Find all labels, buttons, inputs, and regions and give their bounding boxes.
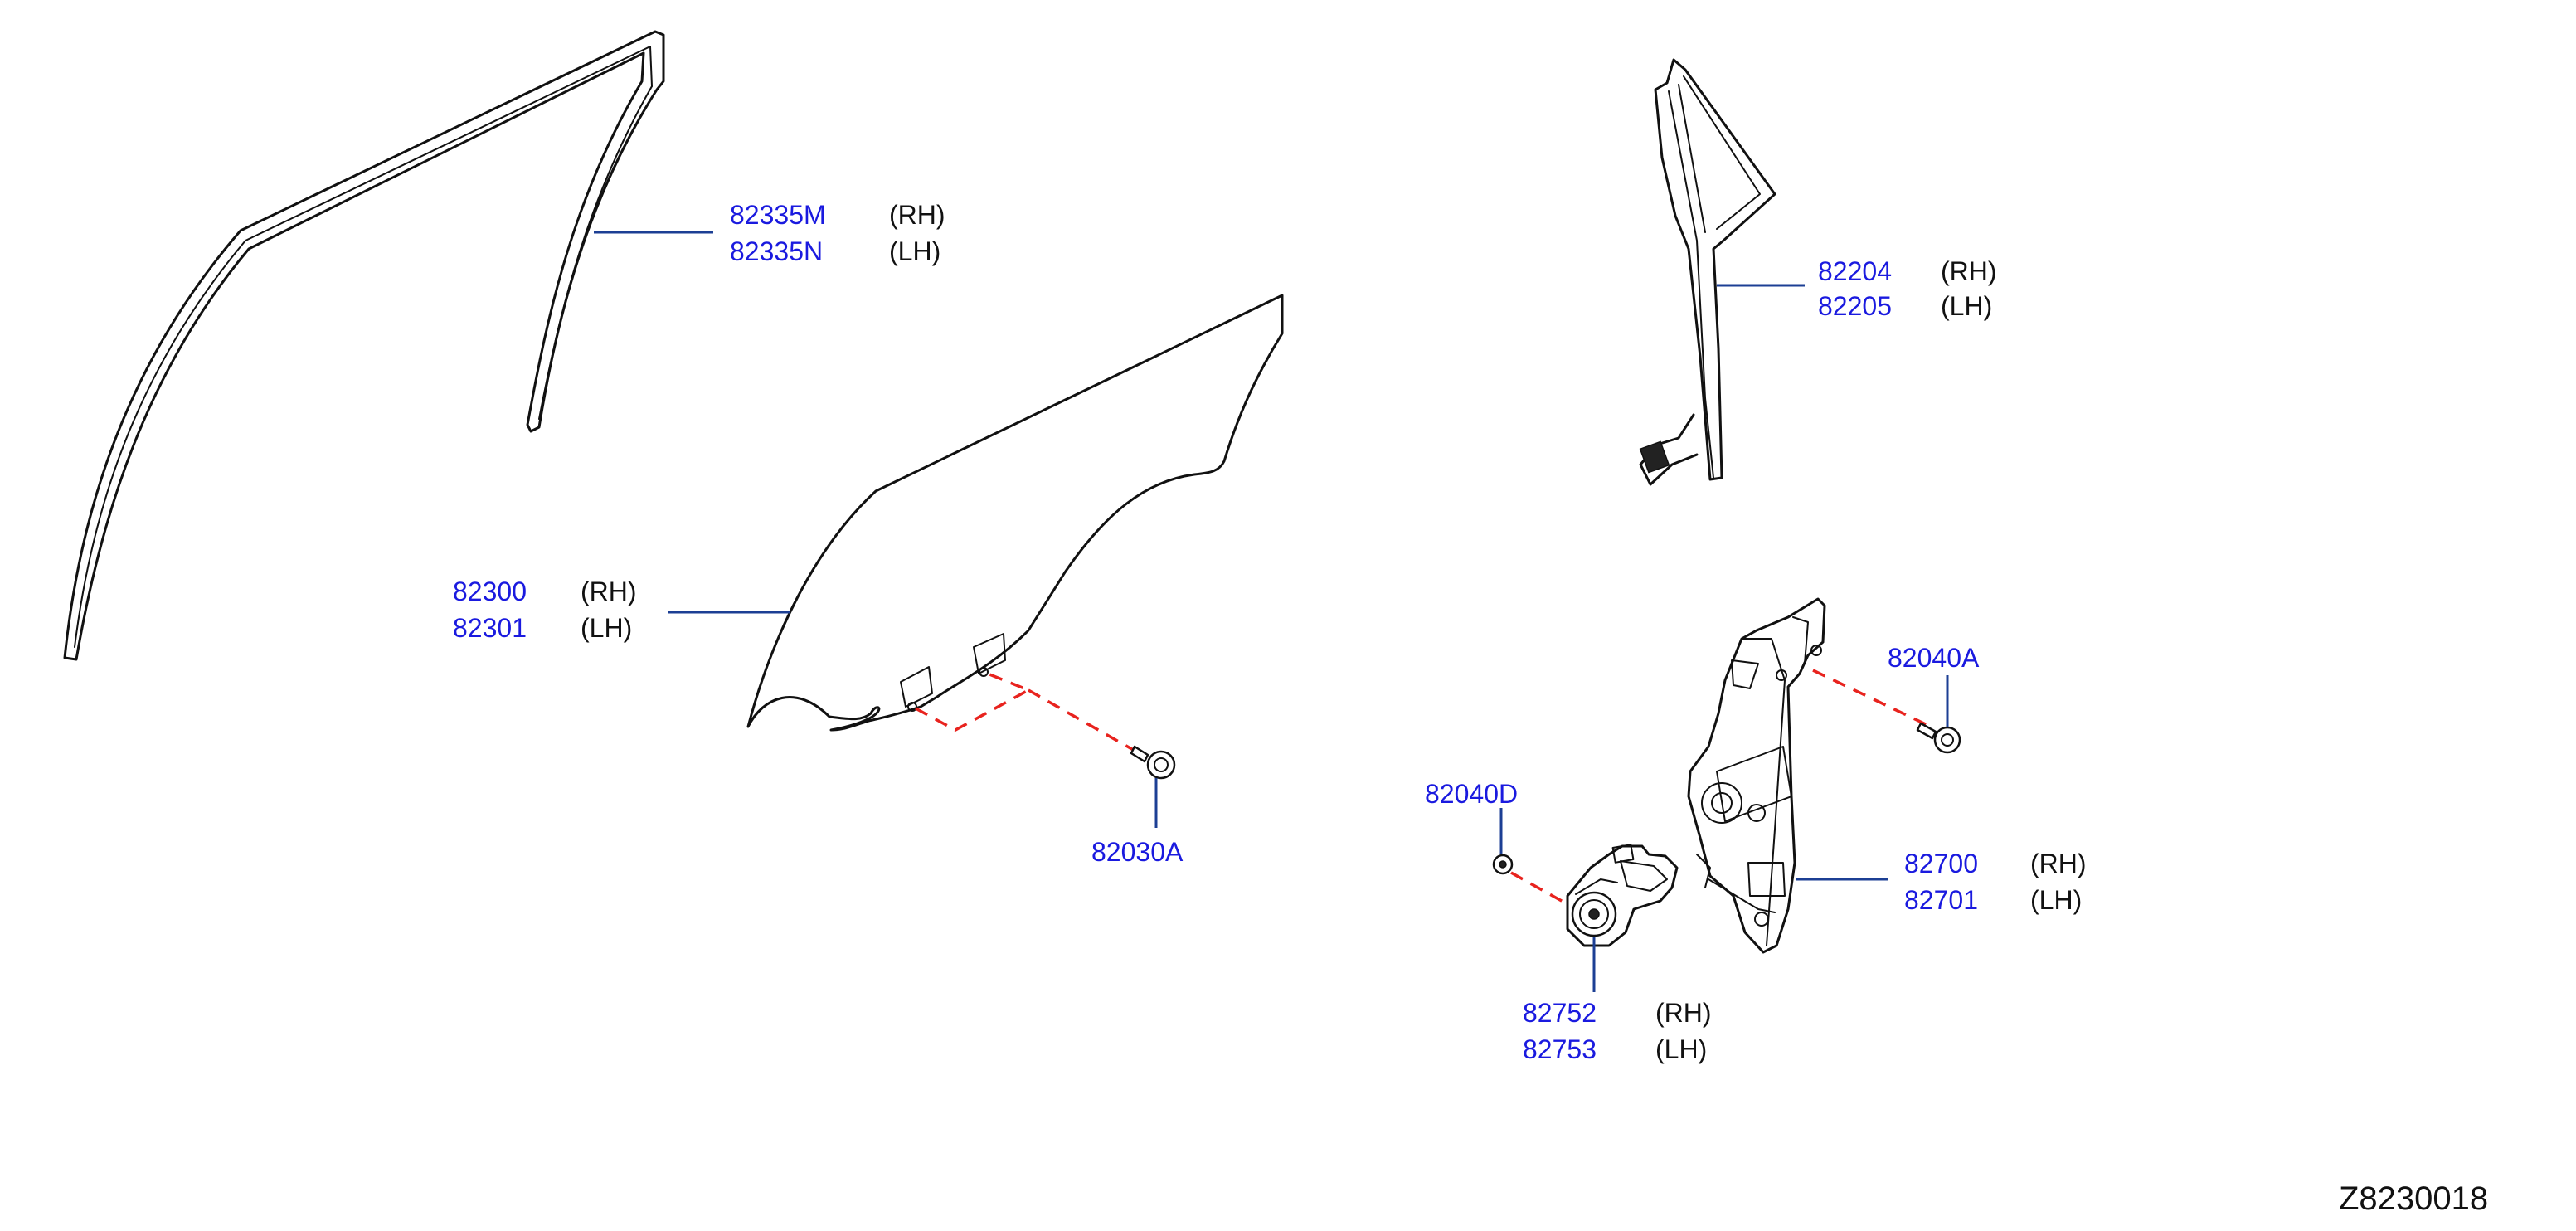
motor-bolt-dash-path bbox=[1510, 871, 1568, 906]
glass-bolt-part[interactable]: 82030A bbox=[1091, 837, 1184, 867]
sash-part-rh[interactable]: 82335M bbox=[730, 200, 826, 230]
motor-part-lh[interactable]: 82753 bbox=[1523, 1034, 1597, 1064]
glass-bolt-dash-path bbox=[915, 670, 1137, 753]
motor-part-rh[interactable]: 82752 bbox=[1523, 998, 1597, 1028]
glass-run-side-rh: (RH) bbox=[1941, 256, 1997, 286]
motor-bolt-part[interactable]: 82040D bbox=[1425, 779, 1518, 809]
regulator-part-rh[interactable]: 82700 bbox=[1904, 849, 1978, 878]
motor-side-lh: (LH) bbox=[1655, 1034, 1707, 1064]
glass-run-part-lh[interactable]: 82205 bbox=[1818, 291, 1892, 321]
motor-side-rh: (RH) bbox=[1655, 998, 1712, 1028]
glass-run-part-rh[interactable]: 82204 bbox=[1818, 256, 1892, 286]
glass-bolt-icon bbox=[1130, 745, 1176, 780]
door-glass bbox=[746, 294, 1284, 732]
diagram-reference: Z8230018 bbox=[2339, 1180, 2488, 1217]
regulator-part-lh[interactable]: 82701 bbox=[1904, 885, 1978, 915]
regulator-bolt-icon bbox=[1916, 722, 1961, 754]
sash-side-lh: (LH) bbox=[889, 236, 940, 266]
sash-side-rh: (RH) bbox=[889, 200, 945, 230]
regulator-side-lh: (LH) bbox=[2030, 885, 2082, 915]
window-regulator bbox=[1687, 597, 1826, 954]
glass-side-rh: (RH) bbox=[581, 577, 637, 606]
glass-side-lh: (LH) bbox=[581, 613, 632, 643]
glass-part-lh[interactable]: 82301 bbox=[453, 613, 527, 643]
glass-run-side-lh: (LH) bbox=[1941, 291, 1992, 321]
door-sash-frame bbox=[63, 30, 665, 661]
regulator-bolt-dash-path bbox=[1812, 669, 1932, 728]
glass-part-rh[interactable]: 82300 bbox=[453, 577, 527, 606]
motor-bolt-icon bbox=[1492, 854, 1514, 875]
regulator-bolt-part[interactable]: 82040A bbox=[1888, 643, 1980, 673]
regulator-side-rh: (RH) bbox=[2030, 849, 2087, 878]
glass-run-channel bbox=[1639, 58, 1776, 486]
window-motor bbox=[1566, 844, 1679, 947]
sash-part-lh[interactable]: 82335N bbox=[730, 236, 823, 266]
